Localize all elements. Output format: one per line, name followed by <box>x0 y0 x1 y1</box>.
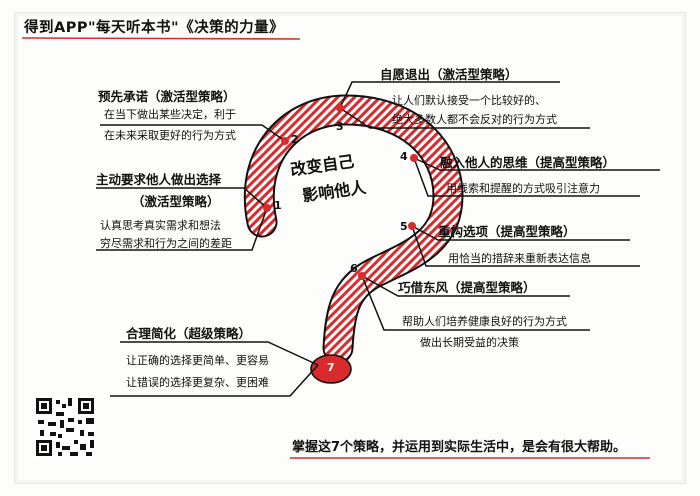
strategy-3-desc-line1: 让人们默认接受一个比较好的、 <box>392 94 546 107</box>
footer-summary: 掌握这7个策略，并运用到实际生活中，是会有很大帮助。 <box>292 440 627 455</box>
strategy-2-desc-line1: 在当下做出某些决定，利于 <box>104 108 236 121</box>
strategy-5-heading: 重构选项（提高型策略） <box>438 224 576 239</box>
node-number-2: 2 <box>291 133 299 146</box>
node-number-5: 5 <box>400 220 408 233</box>
strategy-3-heading: 自愿退出（激活型策略） <box>380 67 518 82</box>
strategy-4-heading: 融入他人的思维（提高型策略） <box>440 155 616 170</box>
strategy-1-heading: 主动要求他人做出选择 <box>96 172 222 187</box>
node-number-4: 4 <box>400 150 408 163</box>
strategy-1-desc-line2: 穷尽需求和行为之间的差距 <box>100 237 232 250</box>
strategy-7-desc-line2: 让错误的选择更复杂、更困难 <box>126 376 269 389</box>
strategy-7-heading: 合理简化（超级策略） <box>126 326 252 341</box>
strategy-4-desc-line1: 用线索和提醒的方式吸引注意力 <box>446 182 600 195</box>
strategy-2-desc-line2: 在未来采取更好的行为方式 <box>104 129 236 142</box>
strategy-7-desc-line1: 让正确的选择更简单、更容易 <box>126 354 269 367</box>
page-frame <box>14 12 686 484</box>
node-number-3: 3 <box>336 120 344 133</box>
strategy-5-desc-line1: 用恰当的措辞来重新表达信息 <box>448 252 591 265</box>
page-title: 得到APP"每天听本书"《决策的力量》 <box>24 20 285 36</box>
node-number-7: 7 <box>327 361 335 374</box>
strategy-3-desc-line2: 绝大多数人都不会反对的行为方式 <box>392 113 557 126</box>
connectors <box>96 81 660 397</box>
strategy-6-desc-line1: 帮助人们培养健康良好的行为方式 <box>402 315 567 328</box>
strategy-1-desc-line1: 认真思考真实需求和想法 <box>100 219 221 232</box>
node-number-1: 1 <box>274 199 282 212</box>
strategy-1-subheading: （激活型策略） <box>132 194 220 209</box>
strategy-6-heading: 巧借东风（提高型策略） <box>398 280 536 295</box>
question-mark-shape <box>243 94 464 384</box>
strategy-6-desc-line2: 做出长期受益的决策 <box>420 336 519 349</box>
node-dots <box>263 104 418 280</box>
node-number-6: 6 <box>350 262 358 275</box>
title-underline <box>21 37 301 40</box>
strategy-2-heading: 预先承诺（激活型策略） <box>98 89 236 104</box>
qr-code-icon <box>34 396 96 458</box>
